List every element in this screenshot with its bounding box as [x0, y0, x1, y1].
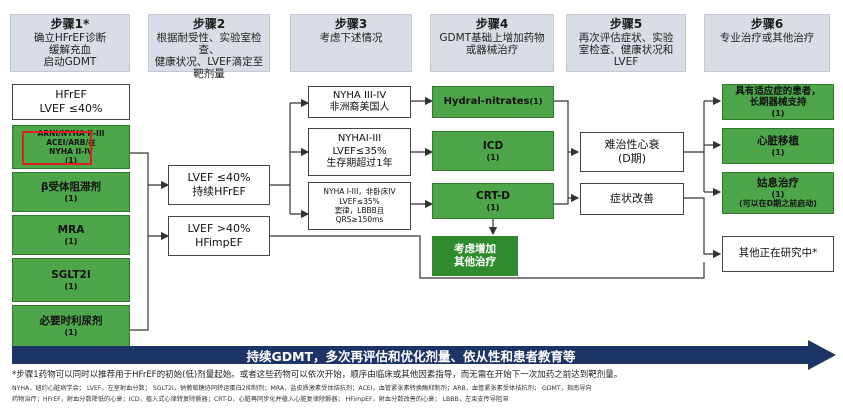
diuretic-box: 必要时利尿剂 (1) — [12, 305, 130, 347]
consider-line: 考虑增加 — [454, 242, 496, 255]
consider-line: 其他治疗 — [454, 256, 496, 268]
crt-d-box: CRT-D (1) — [432, 183, 554, 219]
drug-name: β受体阻滞剂 — [40, 180, 102, 193]
mra-box: MRA (1) — [12, 215, 130, 255]
condition-line: 生存期超过1年 — [326, 158, 393, 170]
step-desc: 再次评估症状、实验 — [578, 31, 674, 44]
device-line: 长期器械支持 — [749, 97, 807, 109]
step-desc: 或器械治疗 — [465, 43, 519, 56]
refractory-hf-box: 难治性心衰 (D期) — [580, 132, 684, 172]
condition-line: LVEF≤35% — [332, 145, 387, 157]
lvef-persistent-box: LVEF ≤40% 持续HFrEF — [168, 165, 270, 205]
drug-note: (1) — [64, 281, 78, 291]
hfref-box: HFrEF LVEF ≤40% — [12, 84, 130, 120]
step-title: 步骤4 — [475, 17, 509, 31]
step-title: 步骤3 — [334, 17, 368, 31]
persistent-hfref-label: 持续HFrEF — [192, 185, 246, 198]
refractory-label: 难治性心衰 — [604, 138, 660, 152]
drug-name: SGLT2I — [51, 268, 91, 281]
beta-blocker-box: β受体阻滞剂 (1) — [12, 172, 130, 212]
drug-name: 必要时利尿剂 — [39, 314, 103, 327]
condition-line: NYHAⅠ-III — [337, 133, 382, 145]
step-desc: 专业治疗或其他治疗 — [719, 31, 815, 44]
band-arrow-head — [808, 340, 836, 370]
step-4-header: 步骤4 GDMT基础上增加药物 或器械治疗 — [430, 14, 554, 72]
hydral-nitrates-box: Hydral-nitrates(1) — [432, 86, 554, 118]
step-title: 步骤2 — [192, 17, 226, 31]
palliative-label: 姑息治疗 — [757, 177, 799, 190]
condition-icd-box: NYHAⅠ-III LVEF≤35% 生存期超过1年 — [308, 128, 411, 176]
hfimpef-label: HFimpEF — [195, 236, 243, 249]
drug-note: (1) — [64, 193, 78, 203]
transplant-note: (1) — [771, 147, 785, 157]
symptom-improve-box: 症状改善 — [580, 183, 684, 215]
condition-line: 非洲裔美国人 — [329, 102, 390, 113]
therapy-note: (1) — [486, 152, 500, 162]
highlight-frame — [22, 131, 92, 165]
condition-line: NYHA I-III，非卧床IV — [323, 187, 396, 197]
arni-note: (1) — [64, 156, 78, 165]
step-desc: 确立HFrEF诊断 — [33, 31, 107, 44]
transplant-label: 心脏移植 — [757, 134, 799, 147]
nyha-line: NYHA II-IV — [49, 147, 93, 156]
step-title: 步骤1* — [50, 17, 90, 31]
palliative-sub: (可以在D期之前启动) — [739, 199, 817, 209]
condition-nyha-black-box: NYHA III-IV 非洲裔美国人 — [308, 86, 411, 118]
lvef-gt40-label: LVEF >40% — [187, 222, 251, 236]
condition-line: NYHA III-IV — [332, 89, 387, 101]
step-5-header: 步骤5 再次评估症状、实验 室检查、健康状况和 LVEF — [566, 14, 686, 72]
device-line: 具有适应症的患者， — [735, 85, 821, 97]
consider-additional-box: 考虑增加 其他治疗 — [432, 236, 518, 276]
step-1-header: 步骤1* 确立HFrEF诊断 缓解充血 启动GDMT — [10, 14, 130, 72]
heart-transplant-box: 心脏移植 (1) — [722, 128, 834, 164]
step-desc: 室检查、健康状况和 — [578, 43, 674, 56]
drug-note: (1) — [64, 236, 78, 246]
step-title: 步骤6 — [750, 17, 784, 31]
step-desc: LVEF — [613, 55, 639, 68]
step-desc: 健康状况、LVEF滴定至 — [154, 55, 264, 68]
step-desc: 启动GDMT — [43, 55, 97, 68]
step-title: 步骤5 — [609, 17, 643, 31]
under-research-box: 其他正在研究中* — [722, 236, 834, 272]
condition-line: QRS≥150ms — [335, 215, 384, 225]
band-text: 持续GDMT，多次再评估和优化剂量、依从性和患者教育等 — [246, 348, 576, 364]
condition-crt-box: NYHA I-III，非卧床IV LVEF≤35% 窦律，LBBB且 QRS≥1… — [308, 182, 411, 230]
step-3-header: 步骤3 考虑下述情况 — [290, 14, 412, 72]
research-label: 其他正在研究中* — [738, 247, 818, 260]
step-2-header: 步骤2 根据耐受性、实验室检查、 健康状况、LVEF滴定至 靶剂量 — [148, 14, 270, 80]
stage-d-label: (D期) — [617, 152, 647, 165]
arni-line: ARNI/NYHA II-III — [37, 129, 105, 138]
step-desc: 根据耐受性、实验室检查、 — [156, 31, 262, 56]
palliative-note: (1) — [771, 189, 785, 199]
drug-name: MRA — [57, 223, 85, 236]
improve-label: 症状改善 — [610, 192, 654, 206]
condition-line: LVEF≤35% — [339, 196, 380, 206]
step-desc: GDMT基础上增加药物 — [439, 31, 545, 44]
palliative-care-box: 姑息治疗 (1) (可以在D期之前启动) — [722, 172, 834, 214]
drug-note: (1) — [64, 327, 78, 337]
lvef-label: LVEF ≤40% — [39, 102, 103, 115]
step-desc: 靶剂量 — [193, 67, 225, 80]
abbreviation-legend-line-2: 药物治疗；HFrEF，射血分数降低的心衰；ICD，植入式心律转复除颤器；CRT-… — [12, 396, 509, 403]
therapy-note: (1) — [486, 202, 500, 212]
acei-line: ACEI/ARB/在 — [46, 138, 96, 147]
lvef-le40-label: LVEF ≤40% — [187, 171, 251, 185]
icd-box: ICD (1) — [432, 131, 554, 171]
hfref-label: HFrEF — [55, 88, 87, 102]
footnote: *步骤1药物可以同时以推荐用于HFrEF的初始(低)剂量起始。或者这些药物可以依… — [12, 370, 623, 380]
sglt2i-box: SGLT2I (1) — [12, 258, 130, 302]
condition-line: 窦律，LBBB且 — [334, 206, 385, 215]
step-6-header: 步骤6 专业治疗或其他治疗 — [704, 14, 830, 72]
therapy-name: ICD — [482, 139, 504, 152]
therapy-name: Hydral-nitrates(1) — [443, 96, 543, 107]
abbreviation-legend-line-1: NYHA，纽约心脏病学会； LVEF，左室射血分数； SGLT2I，钠葡萄糖协同… — [12, 385, 592, 392]
therapy-name: CRT-D — [475, 189, 510, 202]
device-support-box: 具有适应症的患者， 长期器械支持 (1) — [722, 84, 834, 120]
lvef-improved-box: LVEF >40% HFimpEF — [168, 216, 270, 256]
device-note: (1) — [771, 108, 785, 118]
step-desc: 缓解充血 — [49, 43, 91, 56]
continuous-gdmt-band: 持续GDMT，多次再评估和优化剂量、依从性和患者教育等 — [12, 346, 810, 364]
step-desc: 考虑下述情况 — [319, 31, 383, 44]
